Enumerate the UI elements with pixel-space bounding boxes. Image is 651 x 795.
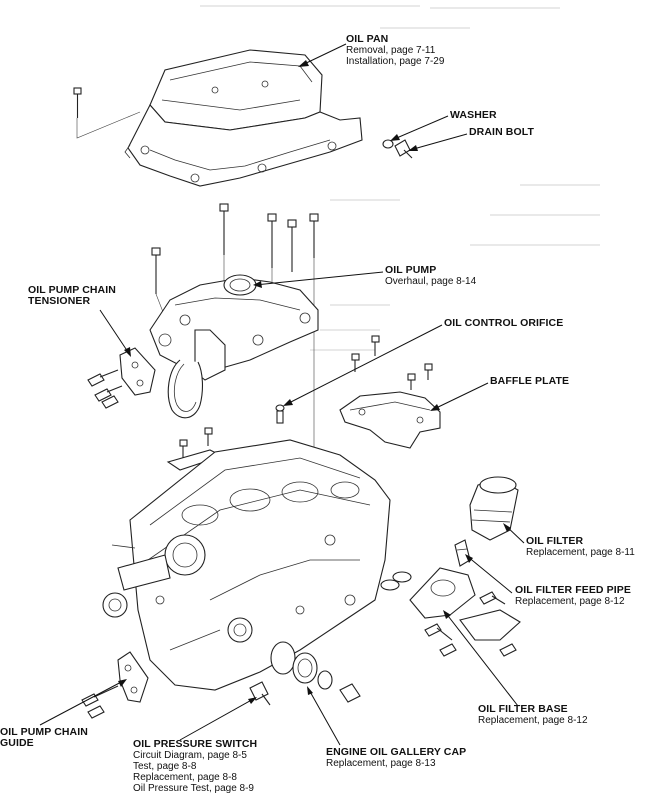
callout-baffle-plate: BAFFLE PLATE (490, 376, 569, 387)
washer-title: WASHER (450, 109, 497, 121)
leader-lines (39, 43, 525, 746)
callout-washer: WASHER (450, 110, 497, 121)
oil-pressure-switch-ref-2: Test, page 8-8 (133, 761, 197, 772)
bleed-through-texture (200, 5, 600, 351)
callout-oil-pressure-switch: OIL PRESSURE SWITCH Circuit Diagram, pag… (133, 738, 258, 795)
callout-oil-pump-chain-guide: OIL PUMP CHAIN GUIDE (0, 727, 88, 749)
oil-pump-chain-guide-title-1: OIL PUMP CHAIN (0, 726, 88, 738)
callout-oil-filter-base: OIL FILTER BASE Replacement, page 8-12 (478, 703, 588, 727)
callout-oil-filter: OIL FILTER Replacement, page 8-11 (526, 535, 635, 559)
oil-filter-feed-pipe-title: OIL FILTER FEED PIPE (515, 584, 631, 596)
oil-filter-title: OIL FILTER (526, 535, 584, 547)
oil-control-orifice-drawing (275, 404, 285, 424)
oil-pump-chain-tensioner-title-2: TENSIONER (28, 295, 91, 307)
oil-pan-ref-2: Installation, page 7-29 (346, 56, 445, 67)
oil-filter-feed-pipe-drawing (454, 539, 471, 567)
oil-pressure-switch-ref-4: Oil Pressure Test, page 8-9 (133, 783, 254, 794)
callout-oil-pan: OIL PAN Removal, page 7-11 Installation,… (346, 33, 445, 68)
oil-pressure-switch-ref-1: Circuit Diagram, page 8-5 (133, 750, 247, 761)
callout-oil-pump-chain-tensioner: OIL PUMP CHAIN TENSIONER (28, 285, 116, 307)
oil-pump-ref-1: Overhaul, page 8-14 (385, 276, 477, 287)
oil-pump-chain-guide-title-2: GUIDE (0, 737, 34, 749)
oil-pump-chain-tensioner-title-1: OIL PUMP CHAIN (28, 284, 116, 296)
callout-drain-bolt: DRAIN BOLT (469, 127, 534, 138)
callout-oil-filter-feed-pipe: OIL FILTER FEED PIPE Replacement, page 8… (515, 584, 631, 608)
oil-filter-base-drawing (380, 567, 521, 657)
oil-pump-chain-guide-drawing (81, 651, 149, 719)
callout-engine-oil-gallery-cap: ENGINE OIL GALLERY CAP Replacement, page… (326, 746, 467, 770)
callout-oil-control-orifice: OIL CONTROL ORIFICE (444, 318, 563, 329)
callout-oil-pump: OIL PUMP Overhaul, page 8-14 (385, 264, 477, 288)
oil-pan-ref-1: Removal, page 7-11 (346, 45, 436, 56)
oil-pressure-switch-ref-3: Replacement, page 8-8 (133, 772, 237, 783)
washer-and-drain-bolt (382, 139, 413, 159)
oil-pressure-switch-drawing (249, 681, 271, 706)
oil-pump-drawing (149, 274, 319, 419)
oil-filter-base-ref-1: Replacement, page 8-12 (478, 715, 588, 726)
oil-pan-title: OIL PAN (346, 33, 389, 45)
oil-filter-ref-1: Replacement, page 8-11 (526, 547, 635, 558)
oil-pan-bolt (73, 87, 141, 139)
oil-pump-chain-tensioner-drawing (87, 347, 156, 409)
engine-oil-gallery-cap-title: ENGINE OIL GALLERY CAP (326, 746, 467, 758)
oil-pump-title: OIL PUMP (385, 264, 437, 276)
baffle-plate-bolts (351, 335, 433, 390)
oil-filter-feed-pipe-ref-1: Replacement, page 8-12 (515, 596, 625, 607)
engine-block-drawing (102, 439, 391, 691)
oil-pan-drawing (124, 49, 363, 187)
baffle-plate-title: BAFFLE PLATE (490, 375, 570, 387)
oil-pump-bolts (151, 203, 319, 505)
drain-bolt-title: DRAIN BOLT (469, 126, 534, 138)
oil-filter-base-title: OIL FILTER BASE (478, 703, 568, 715)
engine-oil-gallery-cap-ref-1: Replacement, page 8-13 (326, 758, 436, 769)
engine-oil-gallery-cap-drawing (270, 641, 361, 703)
baffle-plate-drawing (339, 391, 441, 449)
oil-pressure-switch-title: OIL PRESSURE SWITCH (133, 738, 258, 750)
oil-control-orifice-title: OIL CONTROL ORIFICE (444, 317, 564, 329)
